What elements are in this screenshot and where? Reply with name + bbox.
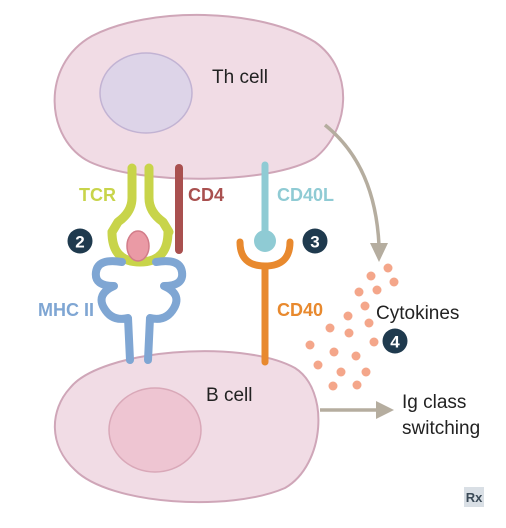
- cytokine-dot: [369, 337, 379, 347]
- cytokine-dot: [354, 287, 364, 297]
- cytokine-dot: [360, 301, 370, 311]
- mhc-ii-right-chain: [144, 257, 187, 364]
- b-cell-label: B cell: [206, 385, 252, 406]
- tcr-cup: [107, 227, 173, 267]
- cytokine-dot: [344, 328, 354, 338]
- step-4-circle: [382, 328, 408, 354]
- tcr-left-arm: [107, 163, 137, 237]
- step-3-badge: 3: [302, 228, 328, 254]
- cytokine-dot: [352, 380, 362, 390]
- cytokine-dot: [313, 360, 323, 370]
- step-2-number: 2: [75, 233, 84, 252]
- mhc-ii: [91, 257, 187, 364]
- class-switch-arrow: [320, 401, 394, 419]
- tcr-label: TCR: [79, 185, 116, 205]
- th-cell-nucleus: [99, 52, 193, 134]
- cytokines-cluster: [305, 263, 399, 391]
- th-cell-body: [53, 14, 345, 180]
- mhc-ii-left-chain: [91, 257, 134, 364]
- cytokine-dot: [336, 367, 346, 377]
- th-cell: Th cell: [53, 14, 345, 180]
- cytokine-dot: [325, 323, 335, 333]
- cd40l-head: [254, 230, 276, 252]
- cd40l-label: CD40L: [277, 185, 334, 205]
- cd4-label: CD4: [188, 185, 224, 205]
- secretion-arrow-path: [323, 123, 381, 246]
- cytokines-label: Cytokines: [376, 303, 459, 324]
- cytokine-dot: [305, 340, 315, 350]
- mhc-ii-label: MHC II: [38, 300, 94, 320]
- cytokine-dot: [372, 285, 382, 295]
- rx-logo-text: Rx: [466, 490, 483, 505]
- peptide-antigen: [126, 230, 150, 262]
- step-4-number: 4: [390, 333, 400, 352]
- cytokine-dot: [329, 347, 339, 357]
- cd40-label: CD40: [277, 300, 323, 320]
- ig-class-switching-label-line1: Ig class: [402, 392, 466, 413]
- secretion-arrow: [323, 123, 388, 262]
- rx-logo: Rx: [464, 487, 484, 507]
- cytokine-dot: [343, 311, 353, 321]
- cytokine-dot: [328, 381, 338, 391]
- cytokine-dot: [383, 263, 393, 273]
- class-switch-arrow-head: [376, 401, 394, 419]
- cytokine-dot: [364, 318, 374, 328]
- tcr-right-arm: [144, 163, 174, 237]
- th-cell-label: Th cell: [212, 67, 268, 88]
- tcr-receptor: [107, 163, 174, 237]
- secretion-arrow-head: [370, 243, 388, 262]
- ig-class-switching-label-line2: switching: [402, 418, 480, 439]
- step-3-circle: [302, 228, 328, 254]
- cytokine-dot: [366, 271, 376, 281]
- cytokine-dot: [361, 367, 371, 377]
- step-4-badge: 4: [382, 328, 408, 354]
- b-cell: B cell: [53, 350, 320, 504]
- b-cell-nucleus: [108, 387, 202, 473]
- step-3-number: 3: [310, 233, 319, 252]
- cytokine-dot: [351, 351, 361, 361]
- step-2-circle: [67, 228, 93, 254]
- cytokine-dot: [389, 277, 399, 287]
- rx-logo-box: [464, 487, 484, 507]
- step-2-badge: 2: [67, 228, 93, 254]
